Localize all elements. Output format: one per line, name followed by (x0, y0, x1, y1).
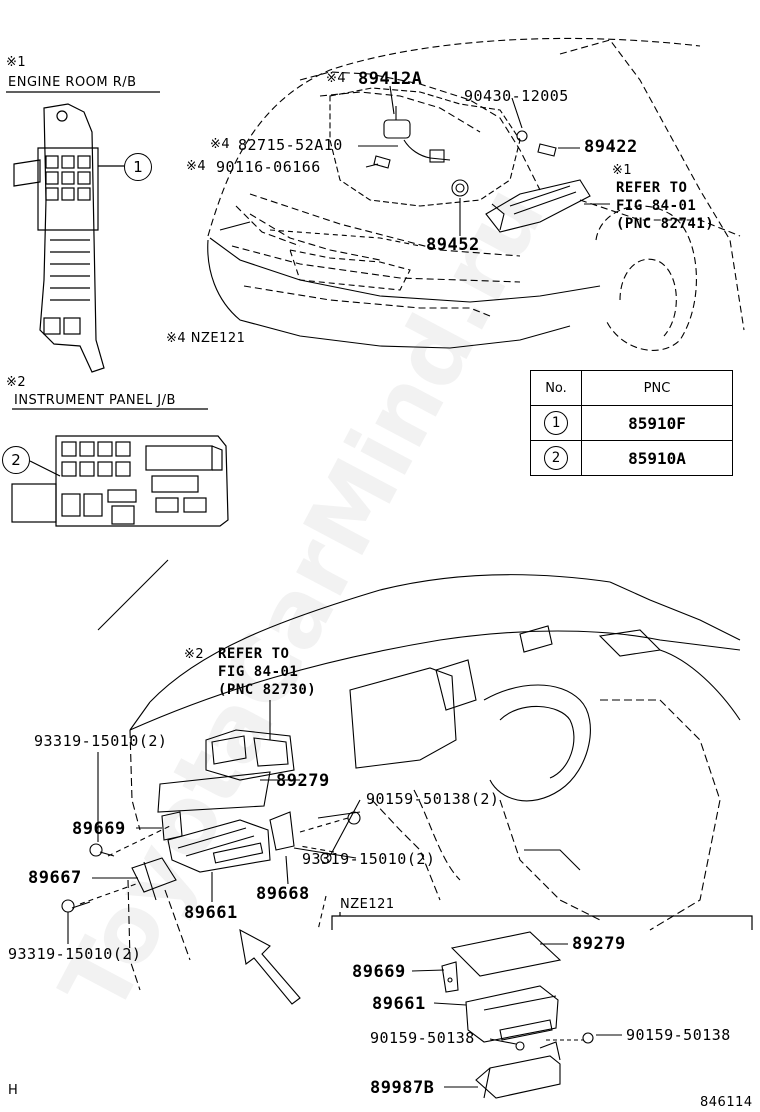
inset-part-90159-50138-right: 90159-50138 (626, 1026, 731, 1044)
part-93319-15010-c: 93319-15010(2) (8, 945, 142, 963)
leader-89668 (285, 855, 289, 885)
instrument-panel-jb-drawing (11, 435, 229, 527)
part-93319-15010-b: 93319-15010(2) (302, 850, 436, 868)
refer-82730-line3: (PNC 82730) (218, 682, 317, 698)
leader-90159-a (329, 799, 361, 857)
engine-room-rb-title: ENGINE ROOM R/B (8, 75, 137, 90)
part-89279: 89279 (276, 771, 330, 791)
part-89452: 89452 (426, 235, 480, 255)
nze121-label: NZE121 (340, 897, 395, 912)
inset-part-89987b: 89987B (370, 1078, 435, 1098)
inset-part-89669: 89669 (352, 962, 406, 982)
row-pnc: 85910A (581, 440, 733, 476)
inset-parts-drawing (411, 931, 622, 1099)
header-pnc: PNC (581, 370, 733, 406)
part-90159-50138-a: 90159-50138(2) (366, 790, 500, 808)
dashboard-drawing (61, 559, 741, 1005)
part-89668: 89668 (256, 884, 310, 904)
part-90430-12005: 90430-12005 (464, 87, 569, 105)
instrument-panel-jb-title: INSTRUMENT PANEL J/B (14, 393, 176, 408)
refer-82730-mark: ※2 (184, 647, 205, 662)
part-89422: 89422 (584, 137, 638, 157)
inset-part-89661: 89661 (372, 994, 426, 1014)
refer-82741-mark: ※1 (612, 163, 633, 178)
part-90116-06166: 90116-06166 (216, 158, 321, 176)
refer-82730-line1: REFER TO (218, 646, 290, 662)
pnc-table: No. PNC 1 85910F 2 85910A (530, 370, 733, 476)
view-arrow (239, 928, 301, 1005)
note2-mark: ※2 (6, 375, 27, 390)
leader-inset-89669 (411, 969, 445, 972)
engine-room-relay-box-drawing (13, 103, 124, 373)
figure-number: 846114 (700, 1095, 753, 1110)
part-82715-mark: ※4 (210, 137, 231, 152)
refer-82741-line1: REFER TO (616, 180, 688, 196)
pnc-table-header: No. PNC (530, 370, 733, 406)
row-pnc: 85910F (581, 405, 733, 441)
refer-82741-line2: FIG 84-01 (616, 198, 697, 214)
part-89661: 89661 (184, 903, 238, 923)
callout-2: 2 (2, 446, 30, 474)
table-row: 1 85910F (530, 405, 733, 441)
callout-1: 1 (124, 153, 152, 181)
part-89412a-mark: ※4 (326, 71, 347, 86)
part-82715-52a10: 82715-52A10 (238, 136, 343, 154)
engine-bay-drawing (207, 37, 745, 351)
part-90116-mark: ※4 (186, 159, 207, 174)
row-number-circle: 2 (544, 446, 568, 470)
leader-89412a (389, 85, 395, 115)
refer-82730-line2: FIG 84-01 (218, 664, 299, 680)
part-89669: 89669 (72, 819, 126, 839)
inset-part-89279: 89279 (572, 934, 626, 954)
leader-inset-89661 (433, 1002, 467, 1006)
header-no: No. (530, 370, 582, 406)
leader-90116 (365, 163, 379, 168)
footer-mark: H (8, 1083, 19, 1098)
inset-part-90159-50138-left: 90159-50138 (370, 1029, 475, 1047)
refer-82741-line3: (PNC 82741) (616, 216, 715, 232)
part-93319-15010-a: 93319-15010(2) (34, 732, 168, 750)
table-row: 2 85910A (530, 440, 733, 476)
leader-93319-b (293, 847, 357, 859)
part-89412a: 89412A (358, 69, 423, 89)
note1-mark: ※1 (6, 55, 27, 70)
leader-90430 (511, 97, 523, 129)
part-89667: 89667 (28, 868, 82, 888)
callout2-leader (29, 460, 61, 477)
leader-inset-90159-left (489, 1038, 517, 1045)
nze121-inset-bracket (331, 915, 753, 930)
nze121-note: ※4 NZE121 (166, 331, 246, 346)
row-number-circle: 1 (544, 411, 568, 435)
